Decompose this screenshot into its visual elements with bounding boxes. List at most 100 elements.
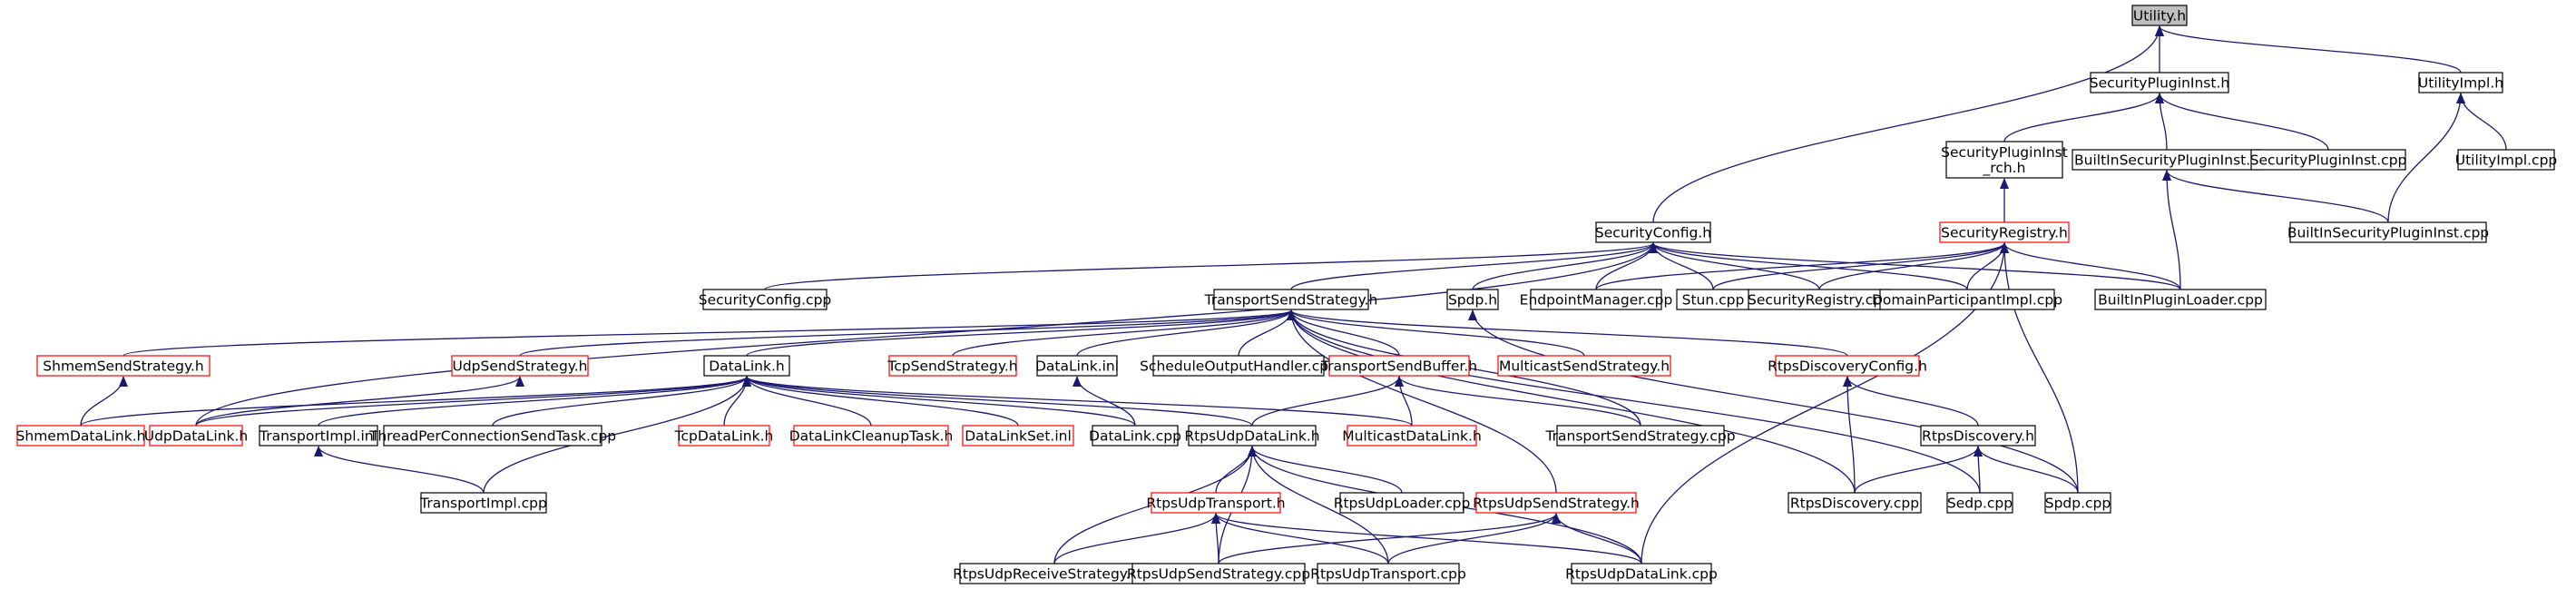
node-securitypluginInst-rch-h[interactable]: SecurityPluginInst_rch.h (1941, 141, 2068, 179)
node-box (2250, 149, 2406, 171)
edge-multicastdatalink_h-to-datalink_h (742, 376, 1413, 427)
node-rtpsudpdatalink-cpp[interactable]: RtpsUdpDataLink.cpp (1565, 563, 1718, 584)
node-box (1328, 355, 1470, 377)
node-transportimpl-inl[interactable]: TransportImpl.inl (259, 425, 378, 447)
edge-rtpsudpsendstrategy_h-to-transportsendstrategy_h (1287, 309, 1557, 494)
node-label: ScheduleOutputHandler.cpp (1140, 358, 1337, 375)
node-rtpsudptransport-cpp[interactable]: RtpsUdpTransport.cpp (1310, 563, 1466, 584)
edge-spdp_cpp-to-rtpsdiscovery_h (1974, 446, 2079, 494)
node-box (1092, 425, 1179, 447)
node-rtpsudptransport-h[interactable]: RtpsUdpTransport.h (1146, 492, 1286, 514)
node-builtinsecuritypluginInst-cpp[interactable]: BuiltInSecurityPluginInst.cpp (2287, 221, 2489, 243)
node-rtpsudpsendstrategy-cpp[interactable]: RtpsUdpSendStrategy.cpp (1127, 563, 1310, 584)
node-label: Utility.h (2133, 8, 2186, 25)
node-transportsendstrategy-h[interactable]: TransportSendStrategy.h (1204, 289, 1378, 310)
node-spdp-h[interactable]: Spdp.h (1446, 289, 1499, 310)
node-udpdatalink-h[interactable]: UdpDataLink.h (144, 425, 249, 447)
node-label: DataLink.inl (1035, 358, 1119, 375)
node-transportsendbuffer-h[interactable]: TransportSendBuffer.h (1320, 355, 1477, 377)
node-securityregistry-h[interactable]: SecurityRegistry.h (1939, 221, 2070, 243)
edge-builtinsecuritypluginInst_cpp-to-builtinsecuritypluginInst_h (2162, 170, 2389, 223)
node-box (1879, 289, 2055, 310)
node-datalink-h[interactable]: DataLink.h (703, 355, 790, 377)
node-box (2131, 5, 2188, 26)
node-shmemdatalink-h[interactable]: ShmemDataLink.h (16, 425, 146, 447)
node-box (703, 355, 790, 377)
edge-rtpsudptransport_cpp-to-rtpsudpsendstrategy_h (1387, 513, 1561, 564)
node-label: SecurityPluginInst.cpp (2250, 152, 2407, 169)
node-box (149, 425, 243, 447)
node-securitypluginInst-cpp[interactable]: SecurityPluginInst.cpp (2250, 149, 2407, 171)
edge-rtpsudpdatalink_h-to-datalink_h (742, 376, 1253, 427)
node-box (1347, 425, 1477, 447)
edge-builtinpluginloader_cpp-to-securityconfig_h (1649, 242, 2181, 290)
edge-datalink_inl-to-transportsendstrategy_h (1076, 309, 1296, 357)
edge-stun_cpp-to-securityregistry_h (1712, 242, 2009, 290)
node-datalink-inl[interactable]: DataLink.inl (1035, 355, 1119, 377)
node-multicastsendstrategy-h[interactable]: MulticastSendStrategy.h (1497, 355, 1671, 377)
node-tcpdatalink-h[interactable]: TcpDataLink.h (674, 425, 774, 447)
node-box (420, 492, 547, 514)
edge-transportimpl_cpp-to-transportimpl_inl (314, 446, 485, 494)
node-box (962, 425, 1074, 447)
node-label: RtpsUdpDataLink.cpp (1565, 566, 1718, 583)
node-rtpsdiscoveryconfig-h[interactable]: RtpsDiscoveryConfig.h (1768, 355, 1927, 377)
node-spdp-cpp[interactable]: Spdp.cpp (2044, 492, 2111, 514)
node-securitypluginInst-h[interactable]: SecurityPluginInst.h (2090, 72, 2229, 93)
node-rtpsdiscovery-h[interactable]: RtpsDiscovery.h (1920, 425, 2036, 447)
edge-tcpsendstrategy_h-to-transportsendstrategy_h (952, 309, 1296, 357)
node-securityconfig-h[interactable]: SecurityConfig.h (1595, 221, 1711, 243)
node-box (1946, 492, 2013, 514)
edge-rtpsudpdatalink_cpp-to-rtpsudpsendstrategy_h (1552, 513, 1642, 564)
node-rtpsudpdatalink-h[interactable]: RtpsUdpDataLink.h (1184, 425, 1320, 447)
node-label: TransportSendStrategy.h (1204, 292, 1378, 309)
node-builtinpluginloader-cpp[interactable]: BuiltInPluginLoader.cpp (2094, 289, 2267, 310)
node-label: RtpsDiscovery.cpp (1790, 496, 1919, 512)
node-securityregistry-cpp[interactable]: SecurityRegistry.cpp (1748, 289, 1891, 310)
node-box (1595, 221, 1711, 243)
node-scheduleoutputhandler-cpp[interactable]: ScheduleOutputHandler.cpp (1140, 355, 1337, 377)
node-rtpsudpreceivestrategy-cpp[interactable]: RtpsUdpReceiveStrategy.cpp (953, 563, 1156, 584)
node-stun-cpp[interactable]: Stun.cpp (1676, 289, 1750, 310)
node-box (1213, 289, 1369, 310)
node-label: MulticastDataLink.h (1342, 428, 1482, 445)
node-utilityimpl-cpp[interactable]: UtilityImpl.cpp (2455, 149, 2558, 171)
edge-rtpsudptransport_cpp-to-rtpsudptransport_h (1211, 513, 1389, 564)
node-datalink-cpp[interactable]: DataLink.cpp (1089, 425, 1181, 447)
node-udpsendstrategy-h[interactable]: UdpSendStrategy.h (451, 355, 589, 377)
edge-udpdatalink_h-to-udpsendstrategy_h (195, 376, 524, 427)
node-label: RtpsUdpDataLink.h (1184, 428, 1319, 445)
edge-shmemdatalink_h-to-shmemsendstrategy_h (80, 376, 128, 427)
node-tcpsendstrategy-h[interactable]: TcpSendStrategy.h (886, 355, 1018, 377)
node-rtpsudploader-cpp[interactable]: RtpsUdpLoader.cpp (1334, 492, 1471, 514)
node-label: Sedp.cpp (1947, 496, 2013, 512)
node-label: RtpsUdpLoader.cpp (1334, 496, 1471, 512)
node-endpointmanager-cpp[interactable]: EndpointManager.cpp (1520, 289, 1673, 310)
node-builtinsecuritypluginInst-h[interactable]: BuiltInSecurityPluginInst.h (2072, 149, 2262, 171)
node-utilityimpl-h[interactable]: UtilityImpl.h (2418, 72, 2503, 93)
node-transportsendstrategy-cpp[interactable]: TransportSendStrategy.cpp (1544, 425, 1736, 447)
node-sedp-cpp[interactable]: Sedp.cpp (1946, 492, 2013, 514)
edge-spdp_cpp-to-securityregistry_h (2000, 242, 2079, 494)
node-threadperconnectionsendtask-cpp[interactable]: ThreadPerConnectionSendTask.cpp (368, 425, 616, 447)
node-box (16, 425, 145, 447)
node-securityconfig-cpp[interactable]: SecurityConfig.cpp (699, 289, 832, 310)
node-rtpsudpsendstrategy-h[interactable]: RtpsUdpSendStrategy.h (1473, 492, 1640, 514)
edge-datalink_cpp-to-datalink_inl (1073, 376, 1136, 427)
node-multicastdatalink-h[interactable]: MulticastDataLink.h (1342, 425, 1482, 447)
node-label: BuiltInSecurityPluginInst.cpp (2287, 225, 2489, 241)
node-box (1788, 492, 1922, 514)
node-domainparticipantimpl-cpp[interactable]: DomainParticipantImpl.cpp (1872, 289, 2062, 310)
node-utility-h[interactable]: Utility.h (2131, 5, 2188, 26)
node-label: DataLink.h (709, 358, 785, 375)
node-rtpsdiscovery-cpp[interactable]: RtpsDiscovery.cpp (1788, 492, 1922, 514)
node-label: DataLinkCleanupTask.h (789, 428, 954, 445)
node-shmemsendstrategy-h[interactable]: ShmemSendStrategy.h (36, 355, 211, 377)
node-label: DomainParticipantImpl.cpp (1872, 292, 2062, 309)
node-datalinkcleanuptask-h[interactable]: DataLinkCleanupTask.h (789, 425, 954, 447)
node-transportimpl-cpp[interactable]: TransportImpl.cpp (419, 492, 547, 514)
node-label: SecurityRegistry.h (1941, 225, 2068, 241)
node-datalinkset-inl[interactable]: DataLinkSet.inl (962, 425, 1074, 447)
node-label: Stun.cpp (1682, 292, 1745, 309)
